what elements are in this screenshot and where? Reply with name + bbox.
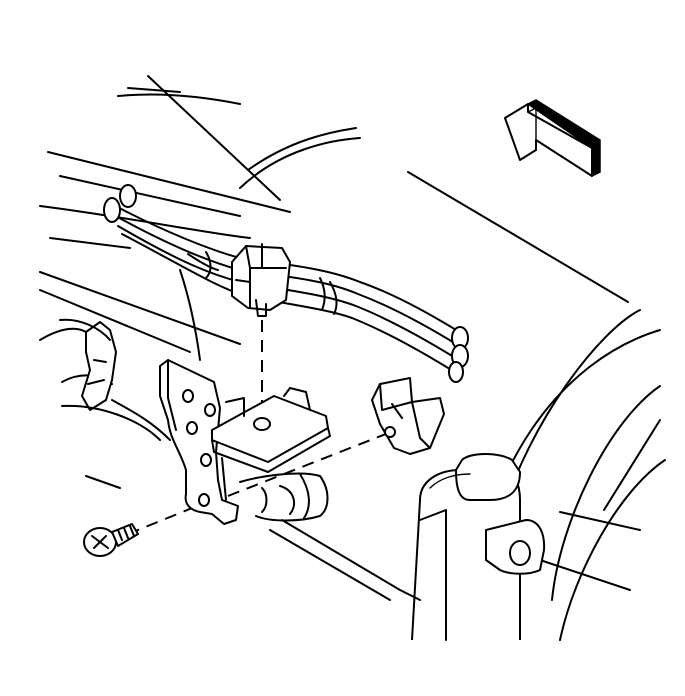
direction-arrow (504, 99, 601, 178)
hose-clip (231, 243, 291, 317)
bolt (83, 523, 139, 557)
lower-panel-lines (61, 404, 161, 489)
mounting-bracket (159, 359, 331, 525)
body-panel-lines (39, 75, 629, 361)
hose-bundle (103, 184, 469, 383)
shock-tower (411, 453, 546, 641)
stabilizer-bushing (239, 472, 421, 601)
retainer-clip (371, 377, 445, 455)
left-hose-connector (39, 318, 171, 441)
